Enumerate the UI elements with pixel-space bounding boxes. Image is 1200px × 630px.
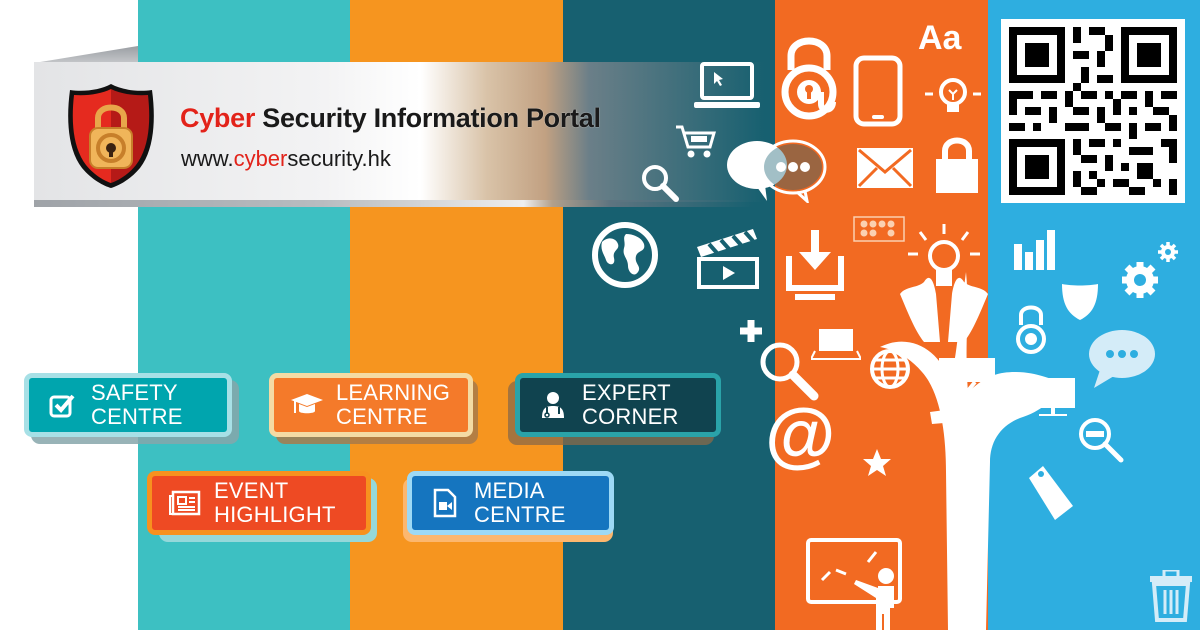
tree-icon <box>840 232 1070 630</box>
keypad-icon <box>853 216 905 242</box>
idea-hands-icon <box>896 222 992 344</box>
envelope-icon <box>857 148 913 188</box>
padlock-icon <box>935 137 979 193</box>
url-suffix: security.hk <box>287 146 391 171</box>
chat-bubble-icon <box>1086 328 1156 390</box>
monitor-icon <box>1031 378 1075 418</box>
plus-icon <box>738 318 764 344</box>
font-sample-icon: Aa <box>918 19 962 57</box>
title-rest: Security Information Portal <box>255 103 601 133</box>
qr-code[interactable] <box>1001 19 1185 203</box>
url-accent: cyber <box>233 146 288 171</box>
portal-url[interactable]: www.cybersecurity.hk <box>181 146 391 172</box>
tablet-icon <box>853 55 903 127</box>
chat-bubbles-icon <box>727 137 829 203</box>
doctor-icon <box>536 388 570 422</box>
shield-padlock-at-icon <box>62 80 160 190</box>
video-clapperboard-icon <box>695 225 761 289</box>
star-icon <box>862 448 892 478</box>
title-accent: Cyber <box>180 103 256 133</box>
zoom-out-icon <box>1077 416 1125 464</box>
banner-bottom-strip <box>34 200 754 207</box>
teacher-board-icon <box>806 538 902 630</box>
url-prefix: www. <box>181 146 234 171</box>
laptop-cursor-icon <box>694 62 760 110</box>
magnifier-icon <box>758 340 820 402</box>
checkbox-icon <box>45 388 79 422</box>
padlock-at-small-icon <box>1013 303 1049 355</box>
shopping-cart-icon <box>676 125 716 159</box>
download-icon <box>785 228 845 308</box>
gears-icon <box>1118 240 1184 306</box>
web-globe-icon <box>869 348 911 390</box>
newspaper-icon <box>168 486 202 520</box>
at-sign-icon: @ <box>764 396 835 476</box>
shield-icon <box>1060 280 1100 322</box>
padlock-at-icon <box>777 34 841 120</box>
trash-icon <box>1150 570 1192 622</box>
laptop-icon <box>811 327 861 361</box>
banner-fold <box>34 46 138 63</box>
bar-chart-icon <box>1012 230 1058 272</box>
tag-icon <box>1025 462 1079 524</box>
video-file-icon <box>428 486 462 520</box>
search-icon <box>640 163 680 203</box>
graduation-cap-icon <box>290 388 324 422</box>
lightbulb-icon <box>925 74 981 122</box>
globe-icon <box>590 220 660 290</box>
portal-title: Cyber Security Information Portal <box>180 103 601 134</box>
